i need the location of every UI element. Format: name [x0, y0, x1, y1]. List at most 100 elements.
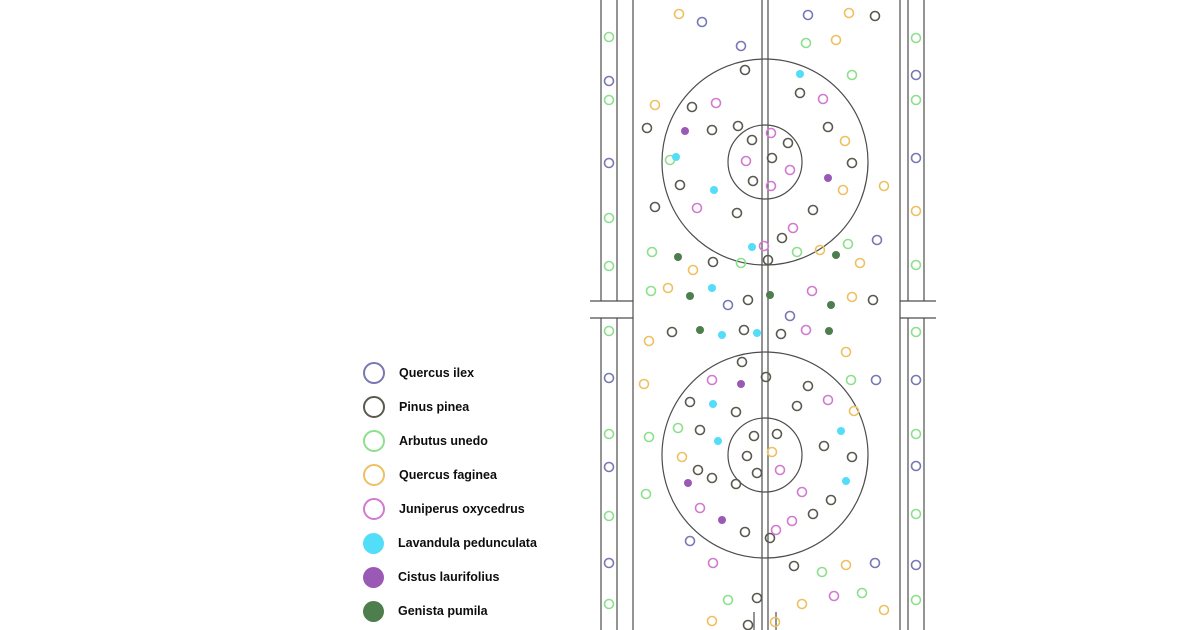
- plant-pinus-pinea: [730, 478, 742, 490]
- plant-genista-pumila: [827, 301, 835, 309]
- plant-arbutus-unedo: [910, 94, 922, 106]
- legend-label: Quercus faginea: [399, 468, 497, 482]
- plant-pinus-pinea: [751, 467, 763, 479]
- plant-juniperus-oxycedrus: [740, 155, 752, 167]
- plant-pinus-pinea: [738, 324, 750, 336]
- plant-lavandula-pedunculata: [714, 437, 722, 445]
- legend-label: Genista pumila: [398, 604, 488, 618]
- plant-genista-pumila: [674, 253, 682, 261]
- plant-arbutus-unedo: [910, 326, 922, 338]
- plant-arbutus-unedo: [800, 37, 812, 49]
- plant-juniperus-oxycedrus: [694, 502, 706, 514]
- plant-arbutus-unedo: [910, 508, 922, 520]
- plant-pinus-pinea: [742, 619, 754, 630]
- plant-juniperus-oxycedrus: [707, 557, 719, 569]
- plant-pinus-pinea: [741, 450, 753, 462]
- plant-pinus-pinea: [732, 120, 744, 132]
- legend-swatch-pinus-pinea: [363, 396, 385, 418]
- plant-quercus-ilex: [870, 374, 882, 386]
- plant-quercus-faginea: [638, 378, 650, 390]
- plant-arbutus-unedo: [791, 246, 803, 258]
- plant-pinus-pinea: [666, 326, 678, 338]
- plant-lavandula-pedunculata: [672, 153, 680, 161]
- plant-arbutus-unedo: [910, 594, 922, 606]
- plant-quercus-faginea: [840, 346, 852, 358]
- plant-pinus-pinea: [730, 406, 742, 418]
- plant-quercus-faginea: [837, 184, 849, 196]
- plant-lavandula-pedunculata: [709, 400, 717, 408]
- plant-arbutus-unedo: [735, 257, 747, 269]
- plant-lavandula-pedunculata: [796, 70, 804, 78]
- plant-pinus-pinea: [760, 371, 772, 383]
- plant-pinus-pinea: [706, 472, 718, 484]
- plant-arbutus-unedo: [910, 428, 922, 440]
- plant-lavandula-pedunculata: [837, 427, 845, 435]
- plant-arbutus-unedo: [856, 587, 868, 599]
- plant-pinus-pinea: [649, 201, 661, 213]
- plant-quercus-ilex: [603, 75, 615, 87]
- legend-swatch-cistus-laurifolius: [363, 566, 384, 588]
- plant-quercus-faginea: [846, 291, 858, 303]
- plant-pinus-pinea: [825, 494, 837, 506]
- legend-item-cistus-laurifolius: Cistus laurifolius: [363, 560, 537, 594]
- plant-arbutus-unedo: [603, 325, 615, 337]
- plant-juniperus-oxycedrus: [784, 164, 796, 176]
- plant-quercus-faginea: [878, 180, 890, 192]
- plant-juniperus-oxycedrus: [786, 515, 798, 527]
- plant-quercus-faginea: [673, 8, 685, 20]
- plant-pinus-pinea: [766, 152, 778, 164]
- plant-quercus-ilex: [603, 157, 615, 169]
- plant-pinus-pinea: [791, 400, 803, 412]
- plant-pinus-pinea: [771, 428, 783, 440]
- plant-pinus-pinea: [807, 508, 819, 520]
- legend-swatch-juniperus-oxycedrus: [363, 498, 385, 520]
- plant-pinus-pinea: [694, 424, 706, 436]
- plant-quercus-ilex: [722, 299, 734, 311]
- plant-juniperus-oxycedrus: [800, 324, 812, 336]
- plant-pinus-pinea: [746, 134, 758, 146]
- plant-genista-pumila: [825, 327, 833, 335]
- plant-quercus-faginea: [840, 559, 852, 571]
- plant-quercus-ilex: [910, 152, 922, 164]
- plant-pinus-pinea: [748, 430, 760, 442]
- legend-item-genista-pumila: Genista pumila: [363, 594, 537, 628]
- plant-pinus-pinea: [802, 380, 814, 392]
- legend-item-lavandula-pedunculata: Lavandula pedunculata: [363, 526, 537, 560]
- plant-quercus-ilex: [910, 460, 922, 472]
- plant-arbutus-unedo: [603, 212, 615, 224]
- plant-arbutus-unedo: [603, 260, 615, 272]
- plant-lavandula-pedunculata: [708, 284, 716, 292]
- roundabout-inner-circle: [727, 124, 803, 200]
- legend-item-quercus-ilex: Quercus ilex: [363, 356, 537, 390]
- plant-pinus-pinea: [869, 10, 881, 22]
- plant-quercus-ilex: [735, 40, 747, 52]
- plant-quercus-faginea: [839, 135, 851, 147]
- plant-quercus-ilex: [910, 69, 922, 81]
- plant-pinus-pinea: [846, 451, 858, 463]
- legend-item-juniperus-oxycedrus: Juniperus oxycedrus: [363, 492, 537, 526]
- legend-item-pinus-pinea: Pinus pinea: [363, 390, 537, 424]
- plant-juniperus-oxycedrus: [710, 97, 722, 109]
- plant-quercus-ilex: [910, 374, 922, 386]
- plant-arbutus-unedo: [643, 431, 655, 443]
- plant-lavandula-pedunculata: [718, 331, 726, 339]
- plant-juniperus-oxycedrus: [806, 285, 818, 297]
- plant-pinus-pinea: [747, 175, 759, 187]
- plant-arbutus-unedo: [603, 428, 615, 440]
- plant-cistus-laurifolius: [681, 127, 689, 135]
- plant-pinus-pinea: [794, 87, 806, 99]
- plant-juniperus-oxycedrus: [758, 240, 770, 252]
- plant-quercus-faginea: [662, 282, 674, 294]
- plant-quercus-ilex: [784, 310, 796, 322]
- plant-quercus-ilex: [684, 535, 696, 547]
- legend-swatch-quercus-ilex: [363, 362, 385, 384]
- plant-genista-pumila: [696, 326, 704, 334]
- plant-juniperus-oxycedrus: [691, 202, 703, 214]
- plant-quercus-faginea: [766, 446, 778, 458]
- plant-quercus-ilex: [603, 557, 615, 569]
- plant-cistus-laurifolius: [737, 380, 745, 388]
- plant-quercus-faginea: [643, 335, 655, 347]
- legend-label: Arbutus unedo: [399, 434, 488, 448]
- plant-quercus-faginea: [706, 615, 718, 627]
